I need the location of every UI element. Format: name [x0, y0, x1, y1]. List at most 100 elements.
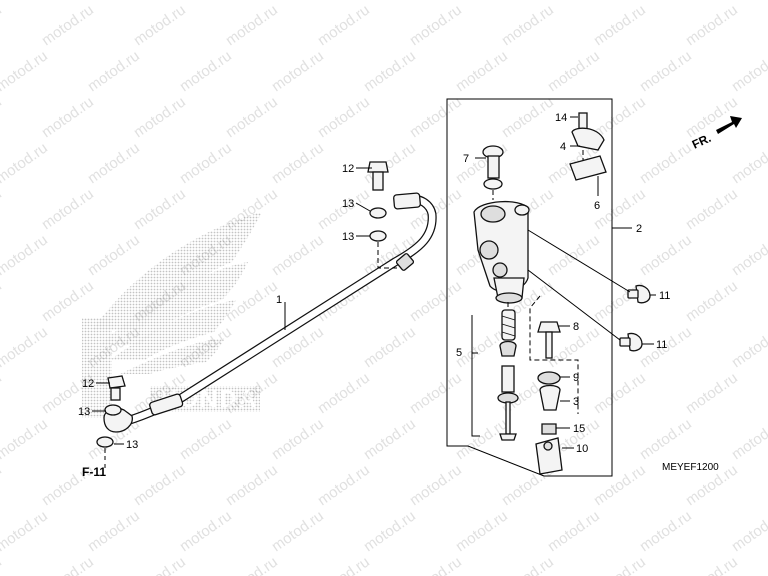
watermark-text: motod.ru	[0, 553, 5, 576]
watermark-text: motod.ru	[637, 139, 695, 187]
watermark-text: motod.ru	[85, 507, 143, 555]
watermark-text: motod.ru	[729, 139, 768, 187]
watermark-text: motod.ru	[361, 415, 419, 463]
watermark-text: motod.ru	[545, 47, 603, 95]
watermark-text: motod.ru	[85, 47, 143, 95]
watermark-text: motod.ru	[499, 1, 557, 49]
watermark-text: motod.ru	[85, 0, 143, 3]
ref-label-f11: F-11	[82, 465, 106, 479]
watermark-text: motod.ru	[315, 553, 373, 576]
watermark-text: motod.ru	[591, 461, 649, 509]
callout-6: 6	[594, 200, 600, 212]
watermark-text: motod.ru	[591, 1, 649, 49]
watermark-text: motod.ru	[223, 461, 281, 509]
watermark-text: motod.ru	[637, 507, 695, 555]
watermark-text: motod.ru	[0, 323, 51, 371]
watermark-text: motod.ru	[545, 231, 603, 279]
reservoir-cap-plate	[569, 112, 607, 181]
brake-hose	[103, 192, 437, 433]
watermark-text: motod.ru	[0, 0, 51, 3]
watermark-text: motod.ru	[177, 415, 235, 463]
watermark-text: motod.ru	[407, 277, 465, 325]
watermark-text: motod.ru	[39, 1, 97, 49]
washer-13-b	[369, 230, 387, 242]
watermark-text: motod.ru	[269, 323, 327, 371]
watermark-text: motod.ru	[177, 139, 235, 187]
leader-lines	[92, 116, 656, 468]
leader-bolt-11b	[527, 269, 621, 341]
watermark-text: motod.ru	[85, 139, 143, 187]
watermark-text: motod.ru	[269, 231, 327, 279]
watermark-text: motod.ru	[0, 461, 5, 509]
watermark-text: motod.ru	[453, 0, 511, 3]
push-rod-assembly	[497, 302, 519, 441]
watermark-text: motod.ru	[177, 507, 235, 555]
watermark-text: motod.ru	[315, 369, 373, 417]
dash-upper-bolt	[377, 242, 400, 269]
washer-13-a	[369, 207, 387, 219]
watermark-text: motod.ru	[0, 277, 5, 325]
watermark-text: motod.ru	[0, 185, 5, 233]
part-15-nut	[541, 423, 557, 435]
master-cylinder-body	[473, 200, 530, 304]
watermark-text: motod.ru	[407, 1, 465, 49]
callout-13-d: 13	[126, 439, 138, 451]
watermark-text: motod.ru	[39, 93, 97, 141]
watermark-text: motod.ru	[545, 507, 603, 555]
watermark-text: motod.ru	[407, 93, 465, 141]
callout-12-upper: 12	[342, 163, 354, 175]
watermark-text: motod.ru	[729, 0, 768, 3]
watermark-text: motod.ru	[591, 553, 649, 576]
watermark-text: motod.ru	[545, 0, 603, 3]
watermark-text: motod.ru	[683, 553, 741, 576]
callout-11-lower: 11	[656, 339, 667, 351]
watermark-text: motod.ru	[269, 507, 327, 555]
watermark-text: motod.ru	[131, 461, 189, 509]
part-10-clevis	[535, 437, 563, 475]
watermark-text: motod.ru	[223, 93, 281, 141]
bolt-11-upper	[627, 284, 651, 304]
watermark-text: motod.ru	[131, 93, 189, 141]
watermark-text: motod.ru	[729, 231, 768, 279]
watermark-text: motod.ru	[0, 47, 51, 95]
callout-13-c: 13	[78, 406, 90, 418]
callout-2: 2	[636, 223, 642, 235]
callout-3: 3	[573, 396, 579, 408]
watermark-text: motod.ru	[315, 461, 373, 509]
callout-12-lower: 12	[82, 378, 94, 390]
watermark-text: motod.ru	[407, 461, 465, 509]
watermark-text: motod.ru	[0, 507, 51, 555]
watermark-text: motod.ru	[177, 47, 235, 95]
callout-9: 9	[573, 372, 579, 384]
watermark-text: motod.ru	[637, 47, 695, 95]
callout-15: 15	[573, 423, 585, 435]
watermark-text: motod.ru	[407, 553, 465, 576]
watermark-text: motod.ru	[39, 185, 97, 233]
watermark-text: motod.ru	[0, 415, 51, 463]
watermark-text: motod.ru	[315, 93, 373, 141]
watermark-text: motod.ru	[407, 369, 465, 417]
leader-bolt-11a	[527, 229, 631, 293]
watermark-text: motod.ru	[223, 553, 281, 576]
diagram-code: MEYEF1200	[662, 462, 719, 473]
watermark-text: motod.ru	[499, 93, 557, 141]
watermark-text: motod.ru	[315, 1, 373, 49]
bracket-5	[471, 315, 480, 437]
watermark-text: motod.ru	[0, 231, 51, 279]
watermark-text: motod.ru	[729, 47, 768, 95]
watermark-text: motod.ru	[131, 1, 189, 49]
callout-labels: 1 2 3 4 5 6 7 8 9 10 11 11 12 12 13 13 1…	[78, 112, 719, 479]
watermark-text: motod.ru	[0, 93, 5, 141]
watermark-text: motod.ru	[683, 185, 741, 233]
callout-10: 10	[576, 443, 588, 455]
watermark-text: motod.ru	[269, 47, 327, 95]
callout-8: 8	[573, 321, 579, 333]
watermark-text: motod.ru	[729, 323, 768, 371]
callout-13-a: 13	[342, 198, 354, 210]
watermark-text: motod.ru	[177, 0, 235, 3]
watermark-text: motod.ru	[131, 553, 189, 576]
watermark-text: motod.ru	[453, 507, 511, 555]
reservoir-joint	[482, 145, 504, 200]
